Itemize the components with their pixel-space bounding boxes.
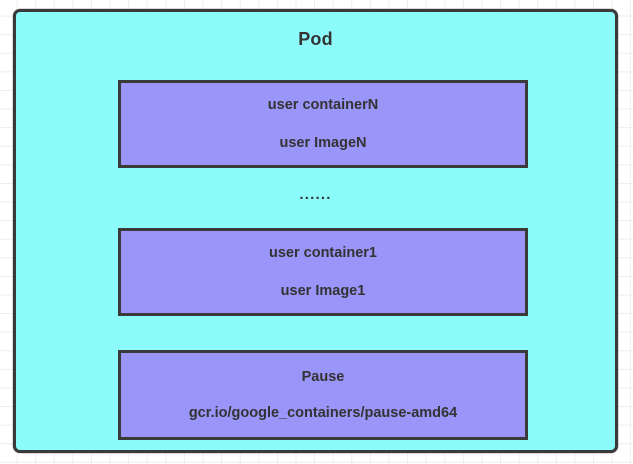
container-box-user-container1: user container1 user Image1: [118, 228, 528, 316]
container-image-label: user Image1: [280, 283, 366, 299]
container-name-label: user container1: [269, 245, 377, 261]
container-image-label: gcr.io/google_containers/pause-amd64: [188, 405, 458, 421]
pod-title: Pod: [298, 29, 333, 49]
container-box-user-containerN: user containerN user ImageN: [118, 80, 528, 168]
container-name-label: Pause: [301, 369, 345, 385]
pod-boundary-box: Pod user containerN user ImageN ...... u…: [13, 9, 618, 453]
container-image-label: user ImageN: [279, 135, 367, 151]
container-box-pause: Pause gcr.io/google_containers/pause-amd…: [118, 350, 528, 440]
ellipsis-divider: ......: [299, 186, 332, 203]
container-name-label: user containerN: [267, 97, 379, 113]
